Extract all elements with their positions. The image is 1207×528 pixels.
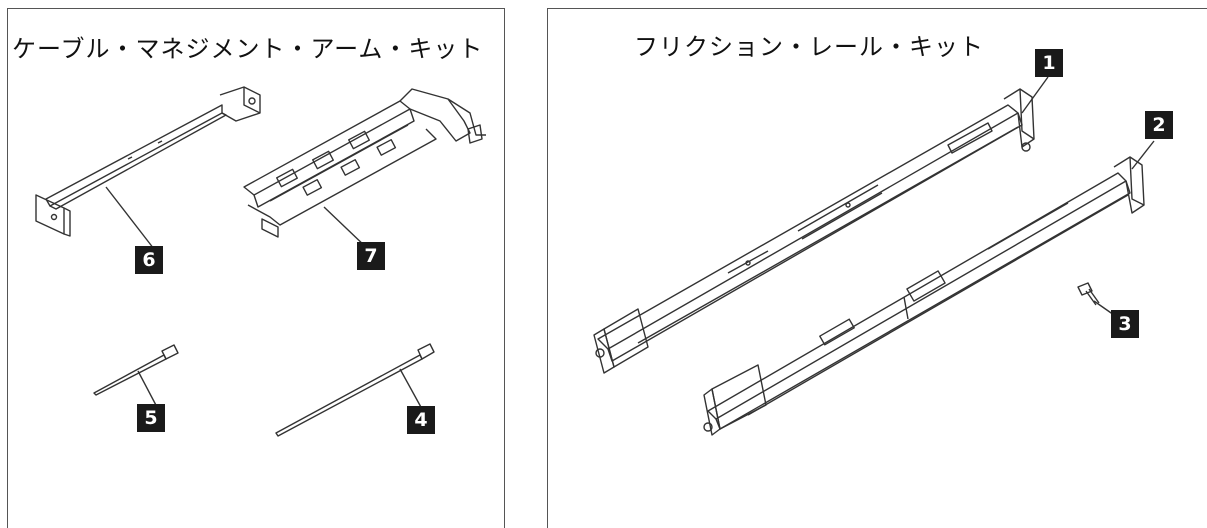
cable-management-arm-part [243, 88, 486, 238]
callout-6: 6 [135, 246, 163, 274]
callout-7: 7 [357, 242, 385, 270]
leader-line-1 [1021, 76, 1049, 114]
callout-4: 4 [407, 406, 435, 434]
callout-2: 2 [1145, 111, 1173, 139]
friction-rail-kit-illustration [593, 76, 1155, 436]
cable-management-arm-kit-title: ケーブル・マネジメント・アーム・キット [12, 35, 484, 63]
leader-line-4 [399, 368, 423, 410]
callout-3: 3 [1111, 310, 1139, 338]
leader-line-3 [1093, 300, 1115, 316]
friction-rail-kit-panel: フリクション・レール・キット [547, 8, 1207, 528]
friction-rail-kit-title: フリクション・レール・キット [634, 33, 984, 61]
callout-5: 5 [137, 404, 165, 432]
cable-management-arm-kit-illustration [35, 86, 486, 437]
short-cable-tie-part [93, 344, 179, 396]
support-arm-bar-part [35, 86, 261, 237]
cable-management-arm-kit-panel: ケーブル・マネジメント・アーム・キット [7, 8, 505, 528]
lower-rail-part [703, 156, 1145, 436]
upper-rail-part [593, 88, 1035, 374]
leader-line-6 [105, 186, 155, 250]
leader-line-2 [1131, 140, 1155, 170]
leader-line-5 [137, 370, 159, 410]
long-cable-tie-part [275, 343, 435, 437]
callout-1: 1 [1035, 49, 1063, 77]
screw-part [1077, 282, 1100, 306]
